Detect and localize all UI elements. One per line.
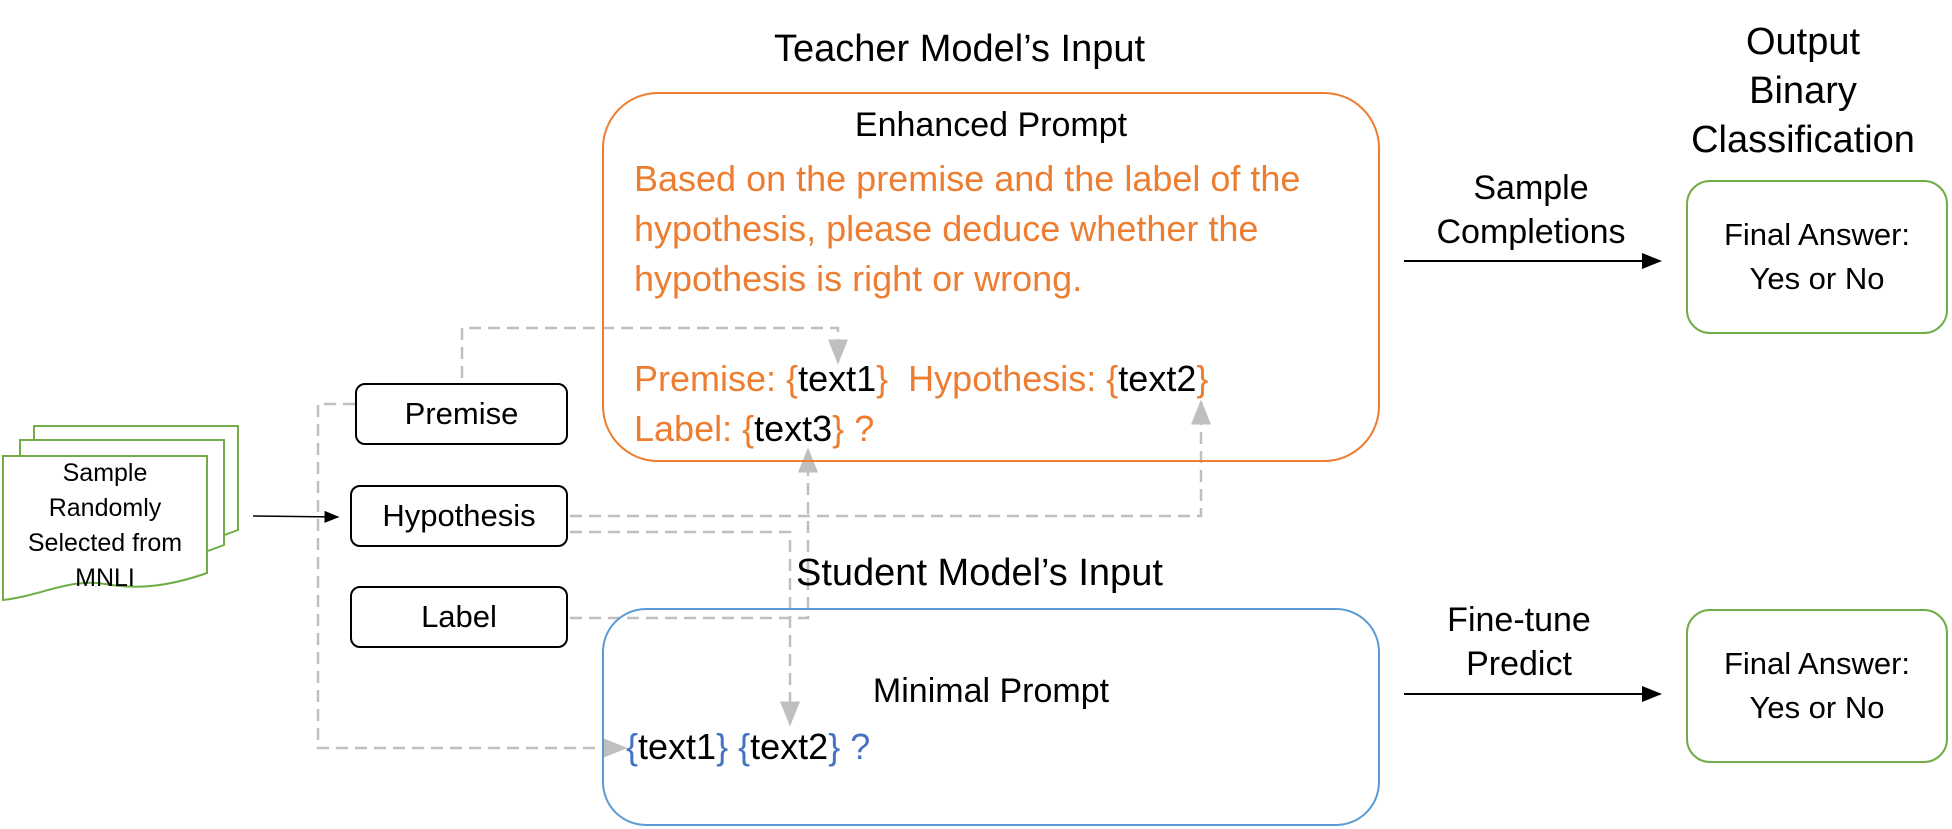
output-title-line: Classification (1691, 119, 1915, 161)
premise-to-teacher-connector (460, 326, 848, 378)
instruction-line: hypothesis, please deduce whether the (634, 208, 1259, 249)
source-line: MNLI (75, 564, 135, 592)
question-mark: ? (844, 408, 875, 449)
question-mark: ? (840, 726, 871, 767)
premise-field-box: Premise (355, 383, 568, 445)
output-title-line: Output (1745, 21, 1861, 63)
arrow-label-line: Fine-tune (1447, 601, 1591, 639)
teacher-prompt-box: Enhanced Prompt Based on the premise and… (602, 92, 1380, 462)
brace: { (626, 726, 639, 767)
brace: } (716, 726, 729, 767)
brace: { (1106, 358, 1119, 399)
teacher-template-line-2: Label: {text3} ? (634, 404, 874, 454)
placeholder-text2: text2 (1118, 358, 1197, 399)
minimal-prompt-heading: Minimal Prompt (872, 672, 1110, 710)
enhanced-prompt-heading: Enhanced Prompt (854, 106, 1128, 144)
fine-tune-predict-label: Fine-tune Predict (1394, 598, 1644, 686)
source-arrow (252, 510, 340, 523)
placeholder-text3: text3 (754, 408, 833, 449)
source-document-label: Sample Randomly Selected from MNLI (3, 456, 207, 596)
arrow-label-line: Predict (1466, 645, 1572, 683)
student-template-line: {text1} {text2} ? (626, 722, 870, 772)
premise-label: Premise: (634, 358, 787, 399)
teacher-instruction: Based on the premise and the label of th… (634, 154, 1300, 304)
arrow-label-line: Sample (1473, 169, 1589, 207)
final-answer-line: Final Answer: (1723, 646, 1911, 681)
source-line: Selected from (27, 529, 183, 557)
hypothesis-label: Hypothesis: (908, 358, 1107, 399)
hypothesis-field-box: Hypothesis (350, 485, 568, 547)
teacher-final-answer-box: Final Answer: Yes or No (1686, 180, 1948, 334)
label-to-teacher-connector (570, 447, 818, 620)
hypothesis-to-teacher-connector (570, 399, 1211, 518)
teacher-input-title: Teacher Model’s Input (774, 28, 1146, 70)
source-line: Sample (62, 459, 148, 487)
brace: } (1196, 358, 1209, 399)
brace: { (742, 408, 755, 449)
document-stack-icon (2, 425, 239, 602)
label-label: Label: (634, 408, 743, 449)
brace: } (828, 726, 841, 767)
arrow-label-line: Completions (1436, 213, 1626, 251)
source-line: Randomly (48, 494, 162, 522)
sample-completions-label: Sample Completions (1406, 166, 1656, 254)
instruction-line: Based on the premise and the label of th… (634, 158, 1301, 199)
final-answer-line: Final Answer: (1723, 217, 1911, 252)
label-field-box: Label (350, 586, 568, 648)
final-answer-line: Yes or No (1749, 261, 1885, 296)
brace: { (786, 358, 799, 399)
placeholder-text2: text2 (750, 726, 829, 767)
output-title: Output Binary Classification (1668, 18, 1938, 165)
placeholder-text1: text1 (798, 358, 877, 399)
brace: } (832, 408, 845, 449)
student-final-answer-box: Final Answer: Yes or No (1686, 609, 1948, 763)
final-answer-line: Yes or No (1749, 690, 1885, 725)
student-prompt-box: Minimal Prompt {text1} {text2} ? (602, 608, 1380, 826)
placeholder-text1: text1 (638, 726, 717, 767)
instruction-line: hypothesis is right or wrong. (634, 258, 1083, 299)
teacher-template-line-1: Premise: {text1} Hypothesis: {text2} (634, 354, 1208, 404)
student-input-title: Student Model’s Input (796, 552, 1163, 594)
brace: } (876, 358, 889, 399)
premise-to-student-connector (316, 402, 628, 758)
hypothesis-to-student-connector (570, 530, 800, 727)
output-title-line: Binary (1749, 70, 1857, 112)
brace: { (738, 726, 751, 767)
